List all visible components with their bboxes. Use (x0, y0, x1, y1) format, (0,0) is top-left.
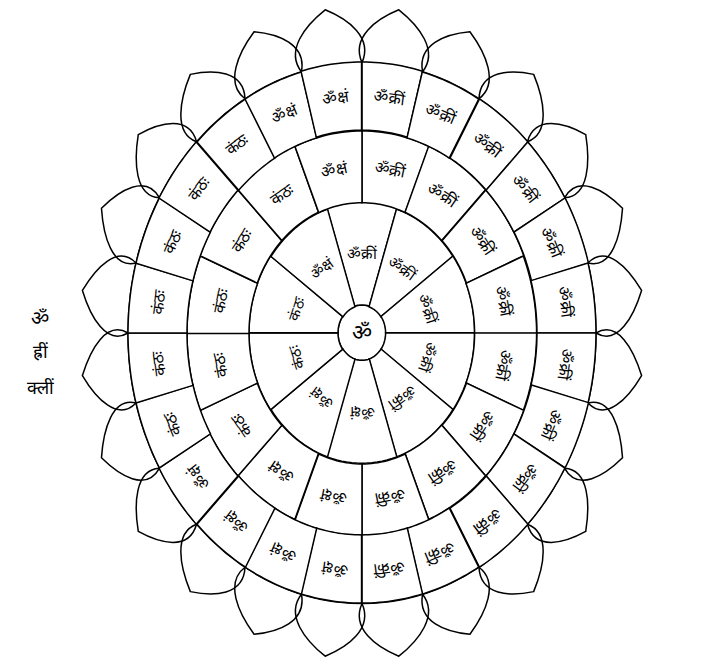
mantra-syllable: ॐक्रीं (554, 347, 575, 380)
mantra-syllable: ॐक्रीं (372, 87, 405, 108)
sector-border (362, 528, 423, 603)
mantra-syllable: ॐक्रीं (554, 286, 575, 319)
side-mantra: ह्रीं (33, 342, 48, 362)
side-mantra: क्लीं (27, 378, 54, 398)
ring-sector: ॐक्रीं (528, 260, 599, 336)
mantra-syllable: कंठः (148, 289, 169, 315)
mantra-syllable: कंठः (148, 351, 169, 377)
mantra-syllable: ॐक्षं (321, 558, 349, 579)
sector-border (301, 62, 362, 137)
sector-border (187, 333, 258, 410)
sector-border (531, 263, 596, 333)
sector-border (128, 333, 193, 403)
ring-sector: ॐक्षं (298, 59, 365, 140)
mantra-syllable: ॐक्रीं (372, 557, 405, 578)
sector-border (466, 256, 537, 333)
outer-ring-circle (128, 62, 596, 603)
ring-sector: ॐक्रीं (359, 525, 426, 606)
sector-border (295, 131, 362, 213)
mantra-syllable: ॐक्रीं (347, 246, 377, 263)
mantra-syllable: ॐक्षं (321, 88, 349, 109)
center-syllable: ॐ (352, 321, 372, 345)
mantra-syllable: कंठः (210, 287, 232, 314)
mantra-syllable: ॐक्षं (349, 403, 374, 420)
sector-border (362, 454, 429, 536)
mantra-syllable: ॐक्षं (319, 485, 348, 507)
ring-sector: कंठः (125, 330, 196, 406)
mantra-syllable: कंठः (210, 352, 232, 379)
side-mantra: ॐ (31, 307, 49, 329)
